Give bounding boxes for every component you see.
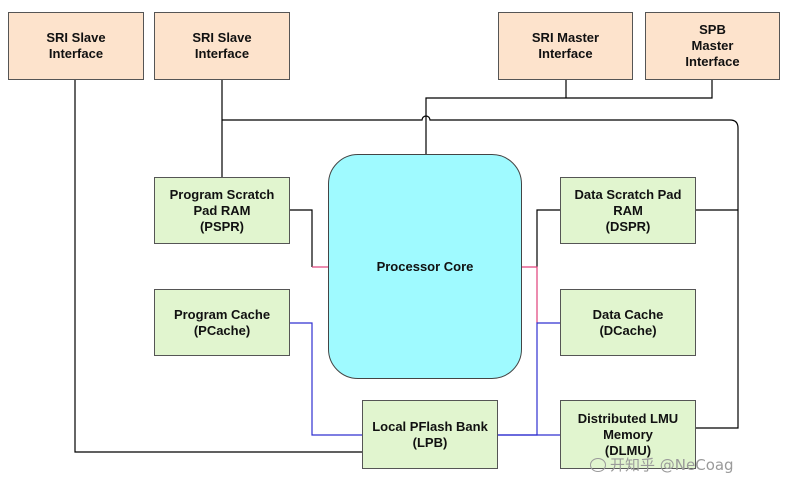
wire-pspr-core (290, 209, 313, 267)
pcache-block: Program Cache (PCache) (154, 289, 290, 356)
watermark-text: 开知乎 @NeCoag (610, 456, 734, 474)
wechat-icon (590, 458, 606, 472)
wire-slave-bus (222, 115, 739, 429)
spb-master-interface: SPB Master Interface (645, 12, 780, 80)
lpb-block: Local PFlash Bank (LPB) (362, 400, 498, 469)
wire-dspr-core-red (522, 266, 538, 323)
sri-slave-interface-1: SRI Slave Interface (8, 12, 144, 80)
dcache-block: Data Cache (DCache) (560, 289, 696, 356)
processor-core: Processor Core (328, 154, 522, 379)
pspr-block: Program Scratch Pad RAM (PSPR) (154, 177, 290, 244)
wire-dspr-core (536, 209, 560, 267)
sri-master-interface: SRI Master Interface (498, 12, 633, 80)
wire-master-bus (425, 80, 713, 154)
watermark: 开知乎 @NeCoag (590, 454, 734, 475)
sri-slave-interface-2: SRI Slave Interface (154, 12, 290, 80)
wire-pcache-lpb (290, 322, 362, 436)
dspr-block: Data Scratch Pad RAM (DSPR) (560, 177, 696, 244)
dlmu-block: Distributed LMU Memory (DLMU) (560, 400, 696, 469)
wire-sri-slave-1-to-lpb (74, 80, 362, 453)
